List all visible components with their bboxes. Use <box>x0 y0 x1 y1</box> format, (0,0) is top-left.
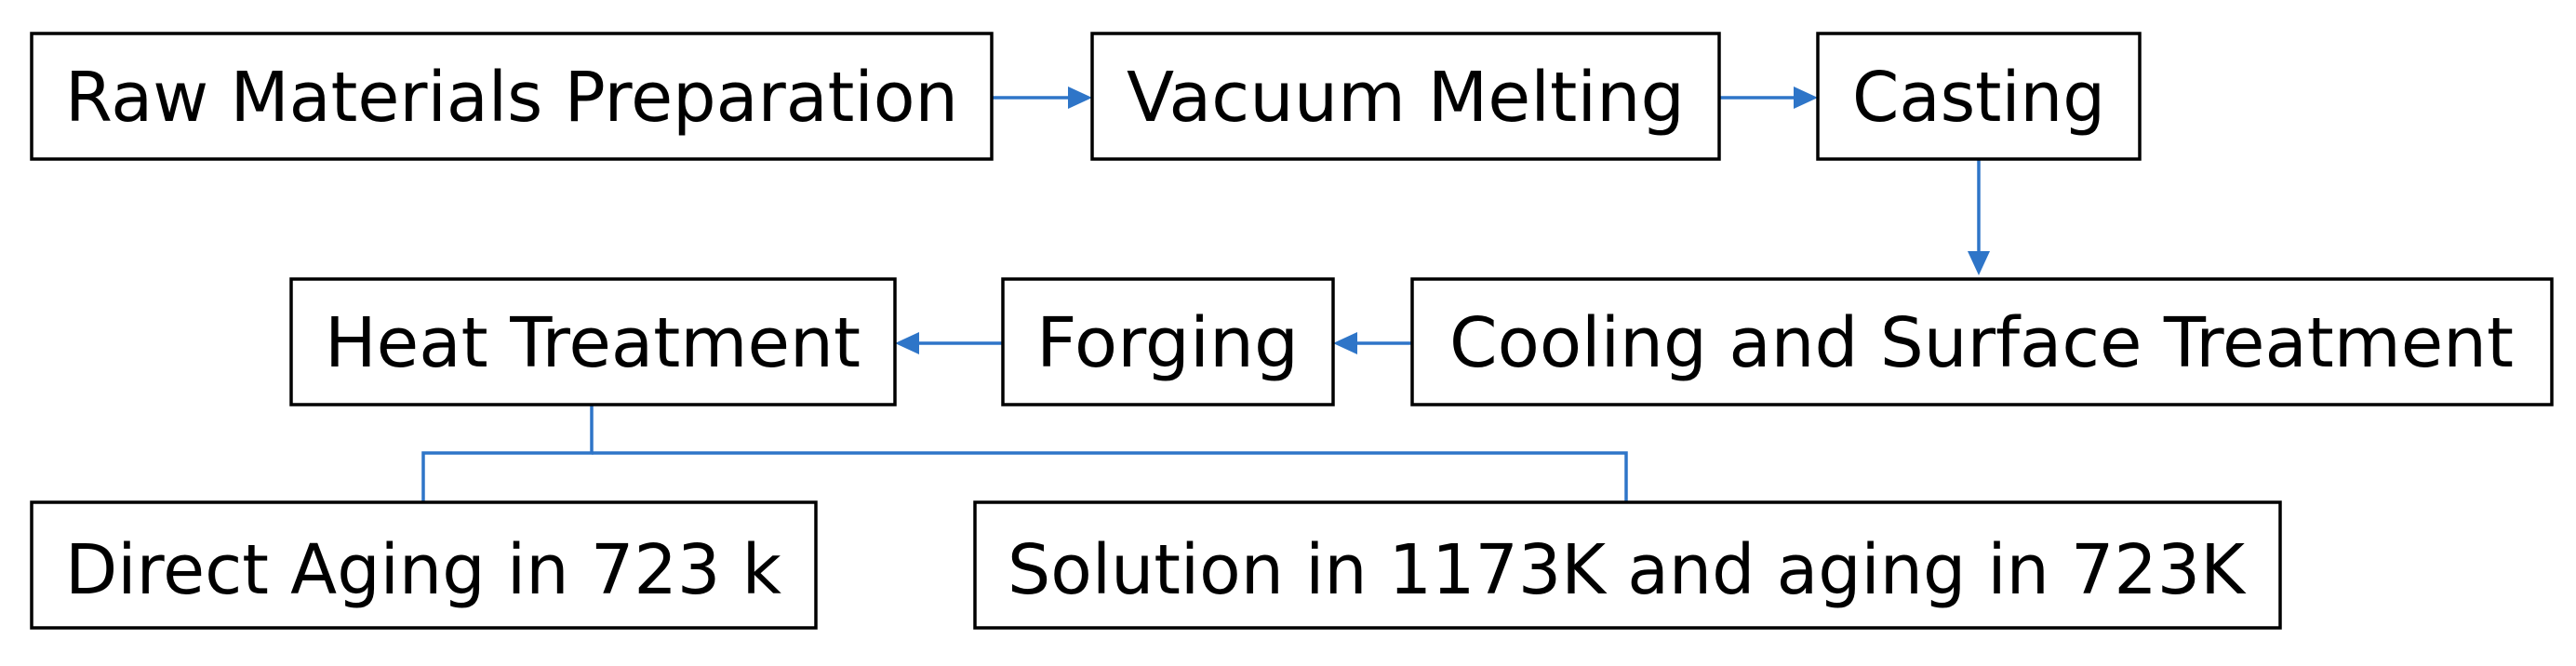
node-label: Forging <box>1036 303 1299 383</box>
node-label: Cooling and Surface Treatment <box>1449 303 2514 383</box>
arrowhead-casting-to-cooling <box>1968 251 1990 275</box>
node-direct-aging: Direct Aging in 723 k <box>30 500 818 630</box>
node-cooling-and-surface-treatment: Cooling and Surface Treatment <box>1410 277 2554 406</box>
node-heat-treatment: Heat Treatment <box>289 277 897 406</box>
node-casting: Casting <box>1816 32 2142 161</box>
node-forging: Forging <box>1001 277 1335 406</box>
node-box <box>289 277 897 406</box>
node-box <box>1090 32 1721 161</box>
connectors <box>421 87 1990 502</box>
node-label: Solution in 1173K and aging in 723K <box>1008 530 2247 610</box>
node-box <box>1410 277 2554 406</box>
node-label: Heat Treatment <box>325 303 861 383</box>
branch-heat-to-outcomes <box>421 405 594 502</box>
node-label: Direct Aging in 723 k <box>65 530 781 610</box>
node-box <box>1001 277 1335 406</box>
node-label: Vacuum Melting <box>1127 58 1685 138</box>
node-solution-and-aging: Solution in 1173K and aging in 723K <box>973 500 2282 630</box>
node-label: Raw Materials Preparation <box>65 58 958 138</box>
branch-heat-to-solution <box>592 451 1628 502</box>
node-vacuum-melting: Vacuum Melting <box>1090 32 1721 161</box>
arrowhead-raw-to-vacuum <box>1068 87 1092 109</box>
node-box <box>1816 32 2142 161</box>
arrowhead-cooling-to-forging <box>1333 332 1357 354</box>
arrowhead-forging-to-heat <box>895 332 919 354</box>
node-box <box>973 500 2282 630</box>
node-box <box>30 32 994 161</box>
node-box <box>30 500 818 630</box>
node-raw-materials-preparation: Raw Materials Preparation <box>30 32 994 161</box>
node-label: Casting <box>1852 58 2105 138</box>
arrowhead-vacuum-to-casting <box>1794 87 1818 109</box>
